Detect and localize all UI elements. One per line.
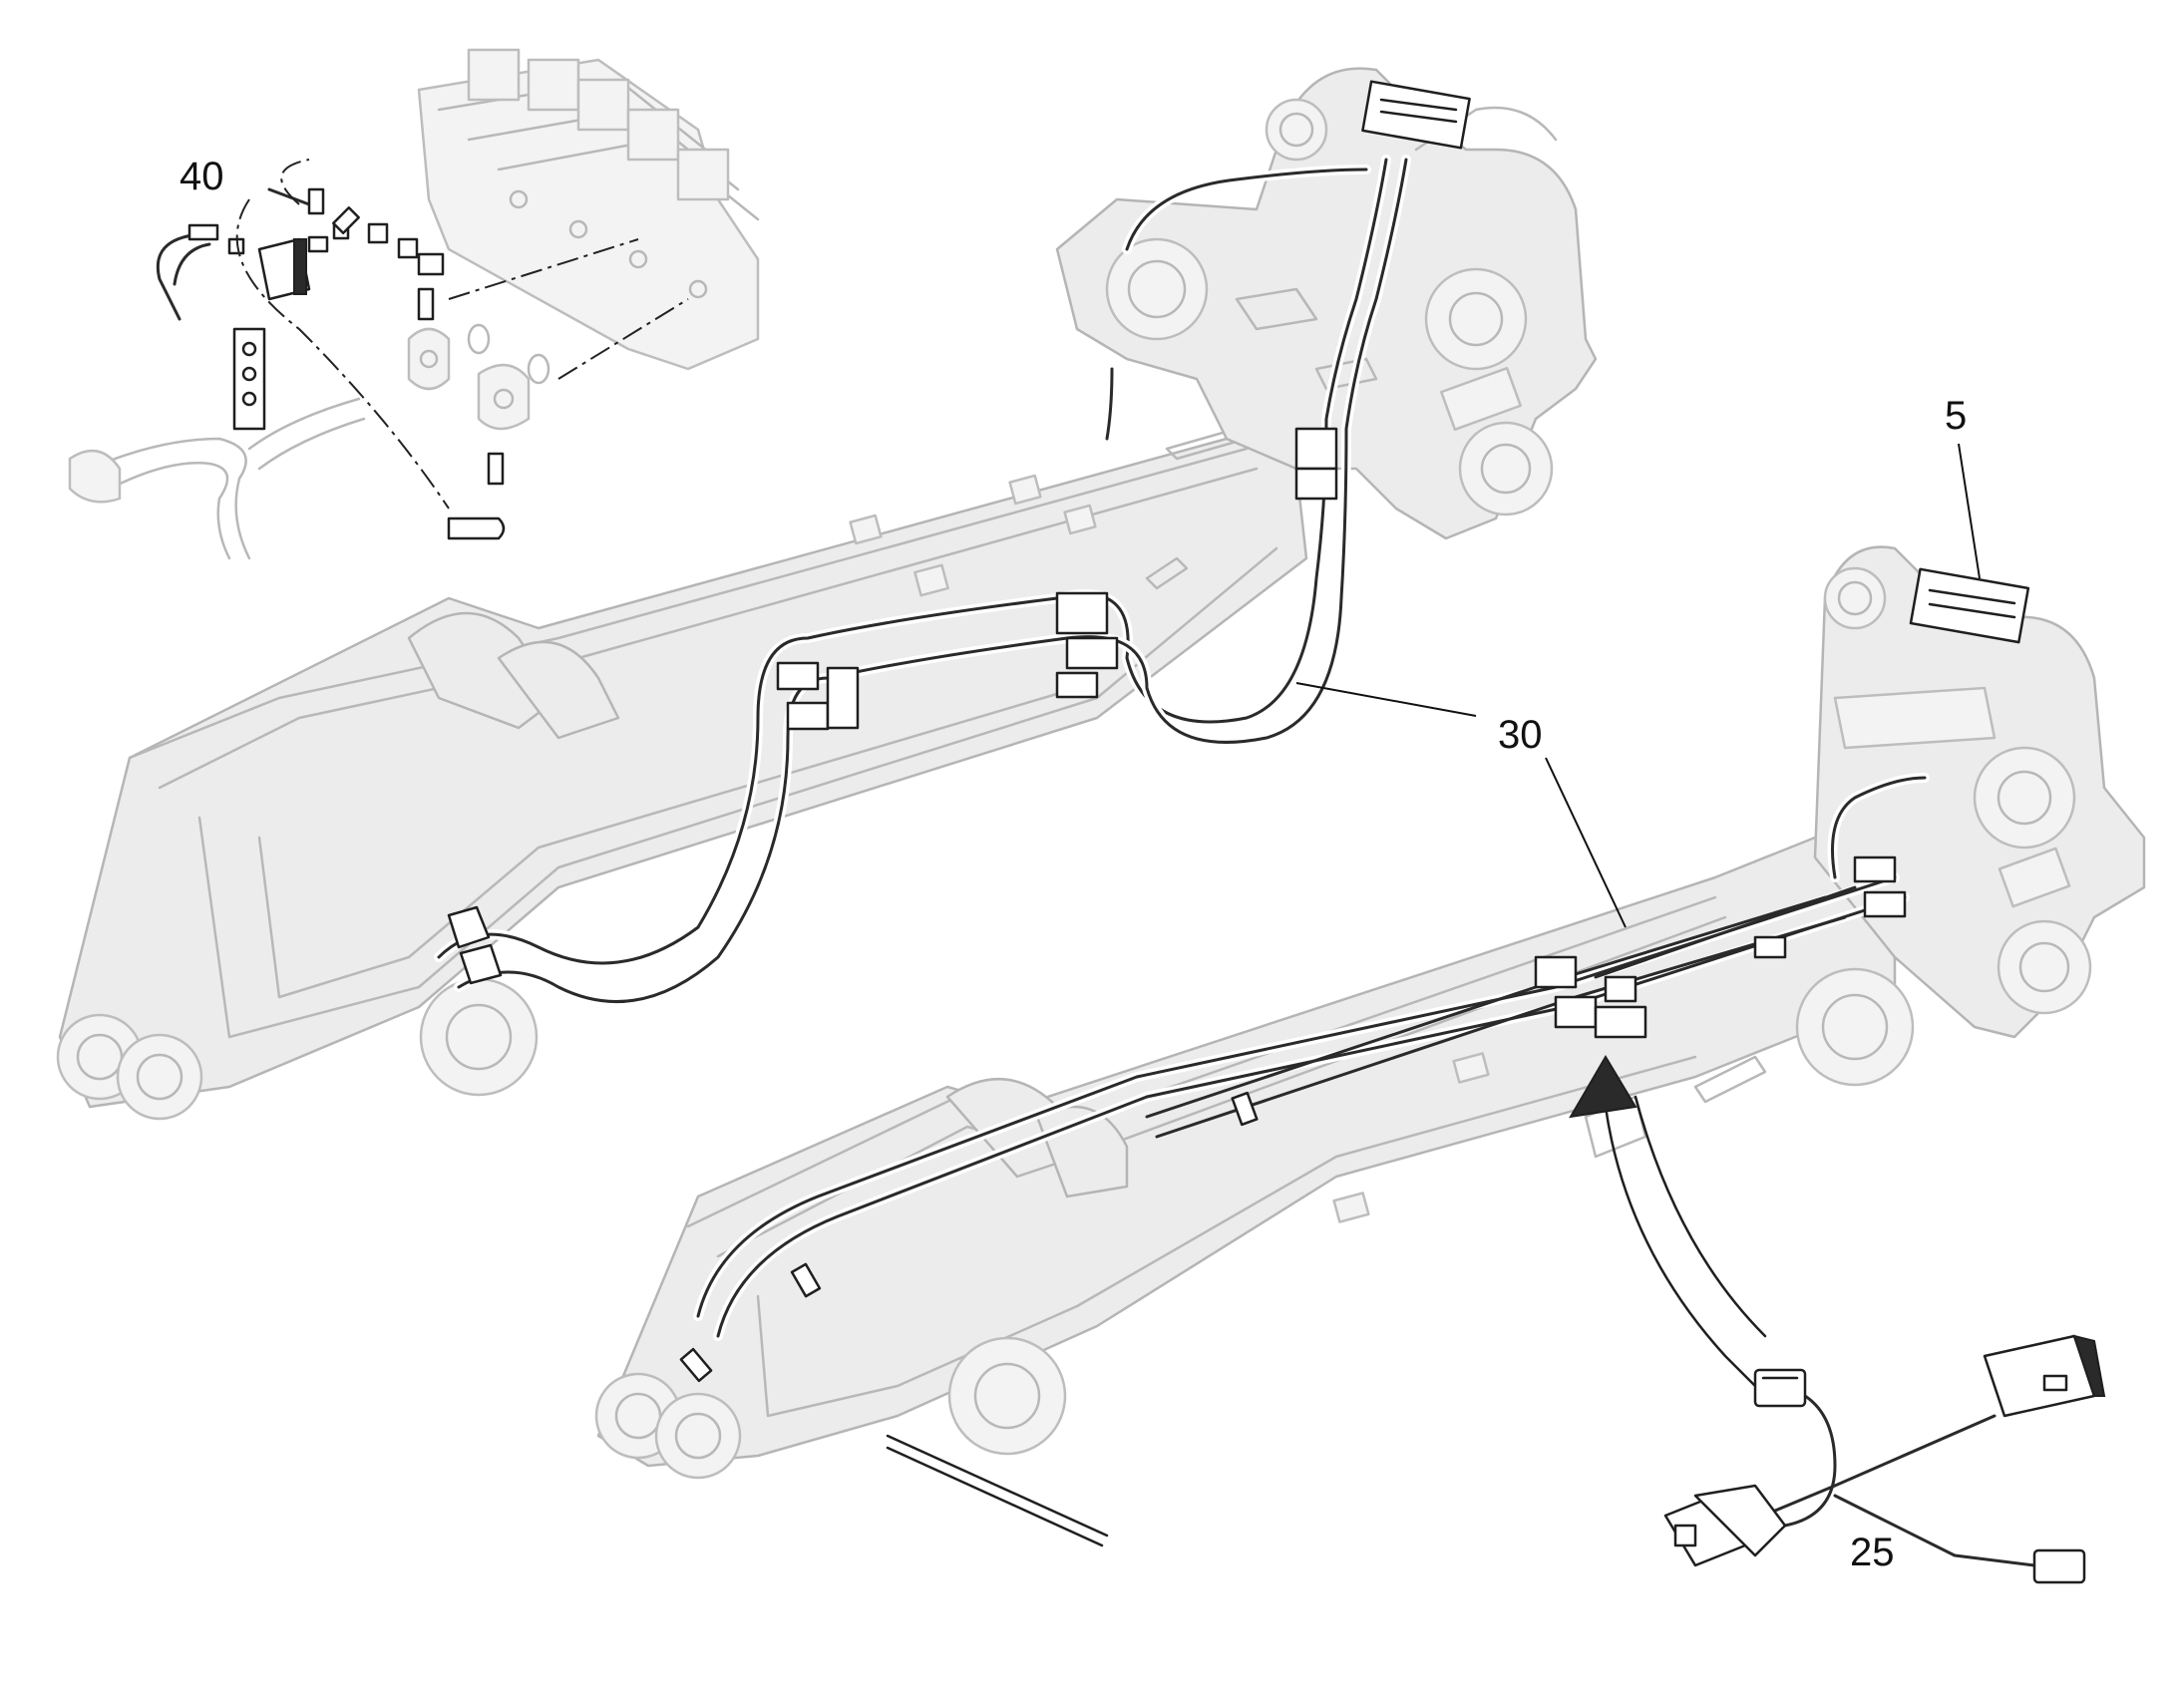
- callout-5: 5: [1945, 394, 1967, 438]
- upper-boom: [56, 427, 1308, 1121]
- callout-30: 30: [1498, 713, 1543, 757]
- callout-leaders: [1295, 443, 1981, 928]
- pointer-arrow: [1569, 1055, 1767, 1388]
- lower-boom: [594, 816, 1915, 1547]
- lower-hose-assembly-30: [679, 773, 1930, 1383]
- leader-30-upper: [1295, 682, 1477, 717]
- solenoid-valve-kit-40: [68, 159, 689, 560]
- wiring-harness-25: [1663, 1334, 2106, 1584]
- leader-30-lower: [1545, 757, 1627, 928]
- callout-25: 25: [1850, 1531, 1895, 1574]
- callout-40: 40: [180, 155, 224, 198]
- upper-hose-assembly-30: [434, 80, 1471, 1007]
- leader-5: [1958, 443, 1981, 579]
- control-valve-block: [417, 48, 760, 371]
- upper-boom-head: [1055, 67, 1598, 540]
